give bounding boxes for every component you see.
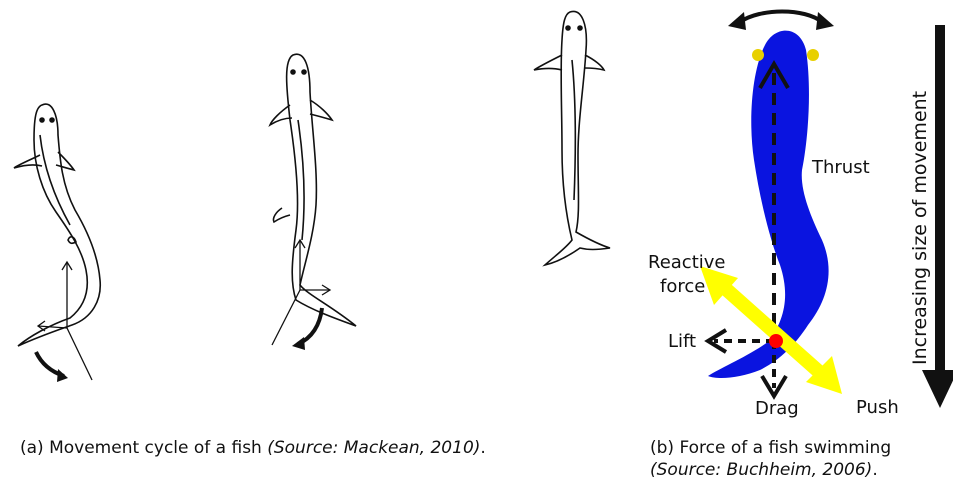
head-swing-arrow xyxy=(728,12,834,31)
fish-1-force-lines xyxy=(38,262,92,380)
swimming-force-diagram: Thrust Reactive force Lift Drag Push Inc… xyxy=(640,0,953,420)
eye-right xyxy=(807,49,819,61)
fish-outline-3 xyxy=(534,11,610,265)
reactive-label-line2: force xyxy=(660,276,705,297)
reactive-label-line1: Reactive xyxy=(648,252,725,273)
caption-a-text: (a) Movement cycle of a fish xyxy=(20,438,267,458)
fish-outline-2 xyxy=(270,54,356,326)
movement-cycle-drawing xyxy=(0,0,640,420)
caption-b-period: . xyxy=(872,460,877,480)
side-axis-label: Increasing size of movement xyxy=(909,91,931,365)
caption-a-period: . xyxy=(480,438,485,458)
lift-label: Lift xyxy=(668,331,696,352)
pivot-point xyxy=(769,334,783,348)
caption-b-text: (b) Force of a fish swimming xyxy=(650,438,891,458)
fish-2-force-lines xyxy=(272,240,330,345)
caption-b: (b) Force of a fish swimming (Source: Bu… xyxy=(650,437,891,481)
caption-b-source: (Source: Buchheim, 2006) xyxy=(650,460,872,480)
push-label: Push xyxy=(856,397,899,418)
caption-a-source: (Source: Mackean, 2010) xyxy=(267,438,480,458)
fish-outline-1 xyxy=(14,104,100,346)
fish-2-motion-arrow xyxy=(298,308,322,344)
thrust-label: Thrust xyxy=(811,157,870,178)
eye-left xyxy=(752,49,764,61)
drag-label: Drag xyxy=(755,398,799,419)
caption-a: (a) Movement cycle of a fish (Source: Ma… xyxy=(20,437,486,459)
